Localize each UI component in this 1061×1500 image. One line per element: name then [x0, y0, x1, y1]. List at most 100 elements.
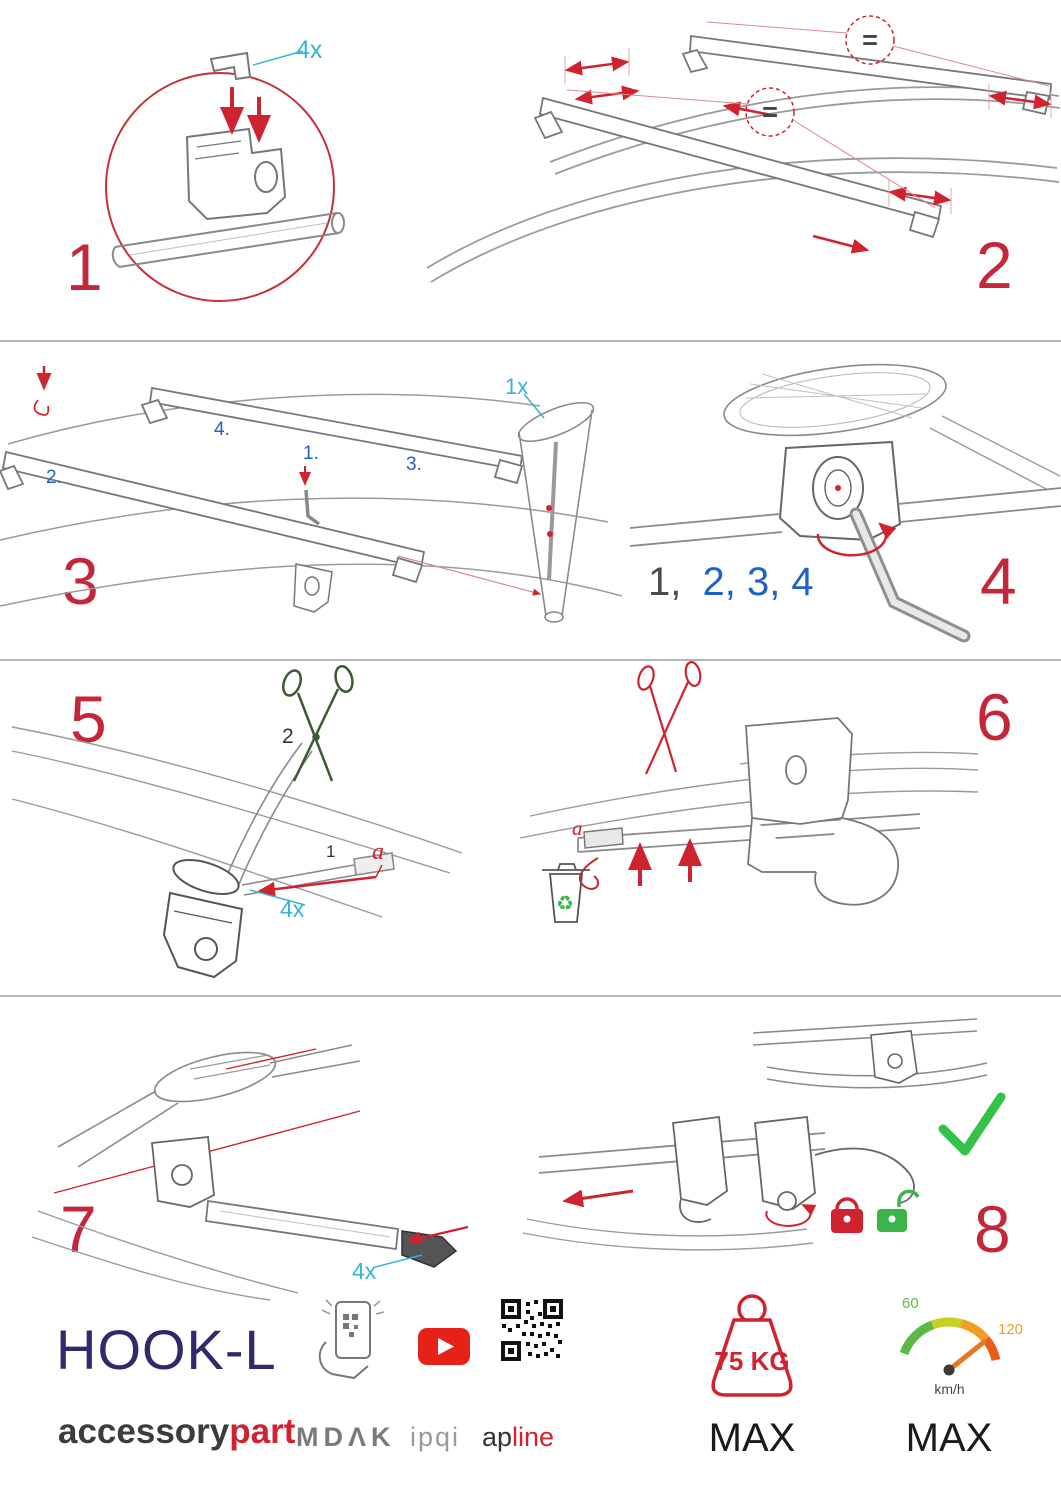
logo-ipqi: ipqi	[410, 1422, 461, 1452]
step2-equal-mid: =	[762, 97, 778, 127]
step-7-number: 7	[60, 1192, 97, 1266]
divider-3	[0, 995, 1061, 997]
slide-arrow	[562, 1189, 634, 1208]
step2-equal-top: =	[862, 25, 878, 55]
allen-key-in-funnel	[547, 441, 558, 581]
strap-hint	[33, 366, 52, 416]
trash-bin-icon	[542, 863, 590, 923]
qty-leader-line	[252, 50, 304, 66]
inner-bar	[189, 1054, 271, 1080]
step1-diagram	[105, 50, 345, 302]
speedometer-icon	[899, 1317, 1001, 1376]
allen-key-small	[304, 489, 321, 526]
weight-max-label: MAX	[708, 1416, 796, 1460]
bar-end	[205, 1199, 399, 1251]
rotation-arrow	[765, 1204, 817, 1227]
equal-circles	[745, 15, 895, 137]
youtube-icon	[418, 1328, 470, 1365]
cap-arrow	[405, 1225, 469, 1245]
step-8-number: 8	[974, 1192, 1011, 1266]
step-4-number: 4	[980, 544, 1017, 618]
scissors-icon	[637, 661, 702, 775]
step5-diagram	[11, 665, 463, 979]
rail-tail	[929, 415, 1061, 491]
step-6-number: 6	[976, 680, 1013, 754]
step4-diagram	[629, 363, 1061, 643]
front-crossbar	[533, 96, 943, 239]
step3-qty-label: 1x	[505, 374, 529, 399]
bracket-part	[209, 51, 252, 81]
rear-crossbar	[140, 386, 524, 485]
zoom-circle	[105, 72, 335, 302]
step3-mark-2: 2.	[46, 467, 62, 488]
qr-code	[500, 1298, 564, 1362]
recycle-icon: ♻	[556, 893, 574, 915]
step-1-number: 1	[66, 230, 103, 304]
step-2-number: 2	[976, 228, 1013, 302]
padlock-open-icon	[877, 1189, 920, 1232]
weight-limit-icon	[711, 1294, 793, 1397]
phone-scan-icon	[318, 1299, 385, 1380]
insert-arrows	[220, 87, 271, 143]
checkmark-icon	[938, 1092, 1006, 1156]
step4-sequence: 1, 2, 3, 4	[648, 562, 814, 602]
step7-qty-label: 4x	[352, 1258, 377, 1284]
brand-logo: accessorypart	[58, 1414, 295, 1449]
hook-bracket	[745, 717, 899, 906]
crossbar	[629, 487, 1061, 547]
red-dot	[547, 531, 553, 537]
pull-arrow	[257, 875, 377, 897]
step2-diagram	[426, 15, 1061, 283]
step5-a-label: a	[372, 839, 384, 865]
scissors-icon	[282, 665, 354, 782]
allen-key	[849, 507, 971, 643]
a-leader	[375, 864, 383, 878]
push-up-arrows	[628, 838, 702, 886]
rail-top-view	[723, 363, 947, 437]
product-title: HOOK-L	[56, 1318, 277, 1381]
roof-rails	[426, 86, 1061, 283]
step8-diagram	[522, 1018, 1006, 1251]
roof-outline	[0, 393, 623, 607]
step1-qty-label: 4x	[296, 36, 323, 64]
step3-mark-1: 1.	[303, 443, 319, 464]
alignment-line	[225, 1048, 317, 1070]
cut-strap-curl	[579, 857, 600, 890]
step5-cut-label: 2	[282, 725, 294, 748]
lower-rails	[31, 1210, 299, 1301]
roof-rail	[522, 1218, 814, 1251]
qty-leader-line	[374, 1254, 423, 1268]
speed-max-label: MAX	[905, 1416, 993, 1460]
clamp-body	[151, 1136, 215, 1208]
funnel-leader-line	[397, 555, 542, 596]
speed-unit-label: km/h	[934, 1381, 965, 1397]
red-dot	[546, 505, 552, 511]
measure-arrows	[564, 56, 1052, 254]
rail-hatch	[745, 373, 927, 419]
step7-diagram	[31, 1044, 469, 1301]
strap-end	[583, 827, 624, 849]
padlock-closed-icon	[831, 1197, 863, 1233]
equal-leader-lines	[566, 21, 1050, 209]
weight-value: 75 KG	[714, 1346, 790, 1376]
step3-mark-3: 3.	[406, 454, 422, 475]
brand-name: accessory	[58, 1412, 230, 1451]
crossbar-tube	[111, 212, 345, 268]
clamp-body	[185, 127, 287, 221]
front-crossbar	[0, 450, 426, 584]
step5-qty-label: 4x	[280, 896, 305, 922]
logo-line: line	[512, 1422, 555, 1452]
rail-opening	[57, 1044, 361, 1168]
step3-diagram	[0, 366, 623, 623]
step3-mark-4: 4.	[214, 419, 230, 440]
step6-diagram: ♻	[519, 661, 979, 923]
logo-mdak: MDΛK	[296, 1422, 396, 1452]
funnel-tool	[517, 401, 595, 623]
needle	[946, 1339, 987, 1373]
logo-ap: ap	[482, 1422, 513, 1452]
step-3-number: 3	[62, 544, 99, 618]
red-dot	[835, 485, 841, 491]
brand-suffix: part	[229, 1412, 296, 1451]
mini-clamp	[870, 1030, 918, 1084]
